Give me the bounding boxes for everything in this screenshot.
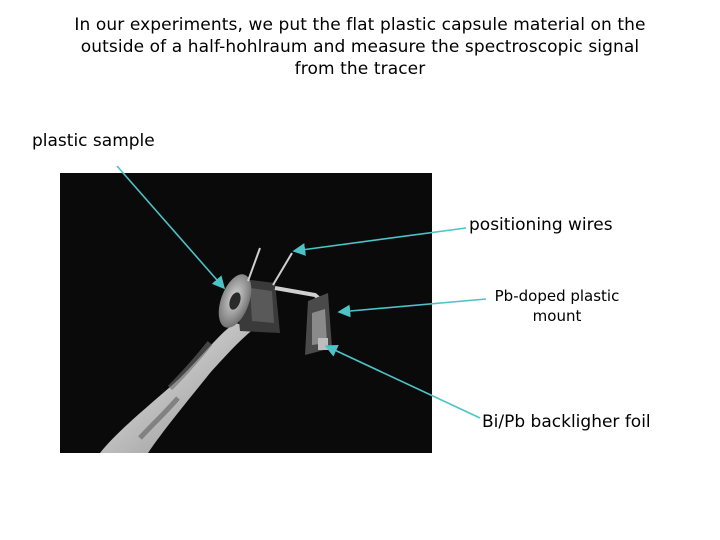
slide-title: In our experiments, we put the flat plas… xyxy=(74,15,646,79)
label-pb-doped-mount: Pb-doped plastic mount xyxy=(494,287,620,325)
label-plastic-sample: plastic sample xyxy=(32,131,155,151)
experiment-photo xyxy=(60,173,432,453)
hohlraum-photo-illustration xyxy=(60,173,432,453)
label-backlighter-foil: Bi/Pb backligher foil xyxy=(482,412,651,432)
label-positioning-wires: positioning wires xyxy=(469,215,613,235)
